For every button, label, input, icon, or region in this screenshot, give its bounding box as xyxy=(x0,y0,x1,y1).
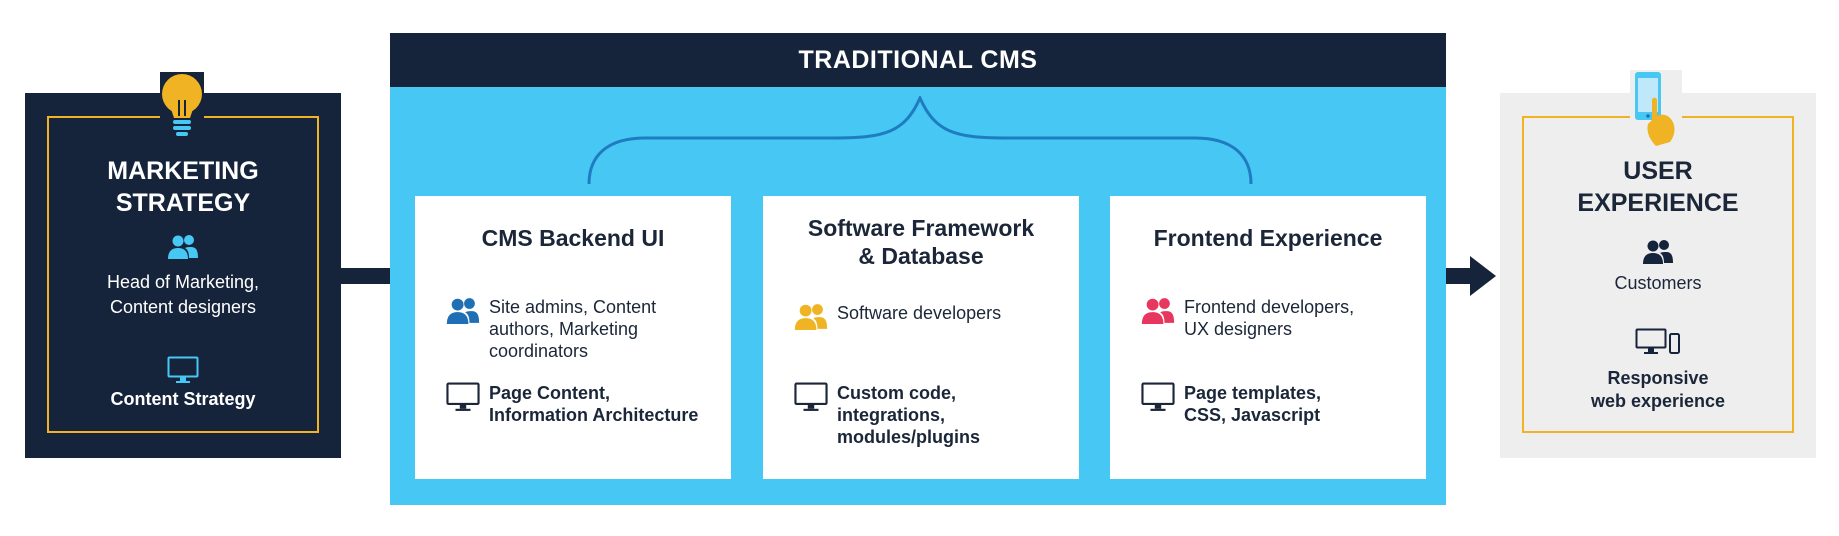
marketing-title: MARKETING STRATEGY xyxy=(107,157,259,217)
devices-icon xyxy=(1635,328,1680,354)
card-people-text: Frontend developers, UX designers xyxy=(1184,297,1355,339)
people-icon xyxy=(1643,240,1673,264)
phone-touch-icon xyxy=(1630,70,1682,150)
user-experience-panel: USER EXPERIENCE Customers Responsive web… xyxy=(1500,93,1816,458)
brace-icon xyxy=(587,96,1253,185)
card-output-row: Page templates, CSS, Javascript xyxy=(1140,382,1321,426)
card-output-text: Page templates, CSS, Javascript xyxy=(1184,383,1322,425)
monitor-icon xyxy=(794,382,828,411)
card-title: Software Framework & Database xyxy=(807,215,1035,269)
lightbulb-icon xyxy=(160,72,204,142)
content-strategy-label: Content Strategy xyxy=(110,389,256,409)
marketing-roles: Head of Marketing, Content designers xyxy=(106,272,260,317)
responsive-label: Responsive web experience xyxy=(1590,368,1726,411)
card-title: CMS Backend UI xyxy=(481,225,665,251)
people-icon xyxy=(1141,298,1175,324)
ux-title: USER EXPERIENCE xyxy=(1577,157,1739,217)
monitor-icon xyxy=(1141,382,1175,411)
card-people-row: Frontend developers, UX designers xyxy=(1140,296,1354,340)
card-output-row: Page Content, Information Architecture xyxy=(445,382,698,426)
traditional-cms-header: TRADITIONAL CMS xyxy=(390,33,1446,87)
people-icon xyxy=(446,298,480,324)
people-icon xyxy=(168,235,198,259)
card-output-text: Custom code, integrations, modules/plugi… xyxy=(837,383,981,447)
card-people-text: Site admins, Content authors, Marketing … xyxy=(489,297,657,361)
customers-label: Customers xyxy=(1614,273,1702,293)
card-frontend-experience: Frontend Experience Frontend developers,… xyxy=(1110,196,1426,479)
card-people-row: Site admins, Content authors, Marketing … xyxy=(445,296,656,362)
monitor-icon xyxy=(446,382,480,411)
marketing-strategy-panel: MARKETING STRATEGY Head of Marketing, Co… xyxy=(25,93,341,458)
card-output-row: Custom code, integrations, modules/plugi… xyxy=(793,382,980,448)
monitor-icon xyxy=(167,356,199,383)
card-cms-backend-ui: CMS Backend UI Site admins, Content auth… xyxy=(415,196,731,479)
card-software-framework: Software Framework & Database Software d… xyxy=(763,196,1079,479)
arrow-right-icon xyxy=(1470,256,1496,296)
card-people-row: Software developers xyxy=(793,302,1001,330)
people-icon xyxy=(794,304,828,330)
card-output-text: Page Content, Information Architecture xyxy=(489,383,699,425)
card-people-text: Software developers xyxy=(837,303,1002,323)
card-title: Frontend Experience xyxy=(1153,225,1383,251)
